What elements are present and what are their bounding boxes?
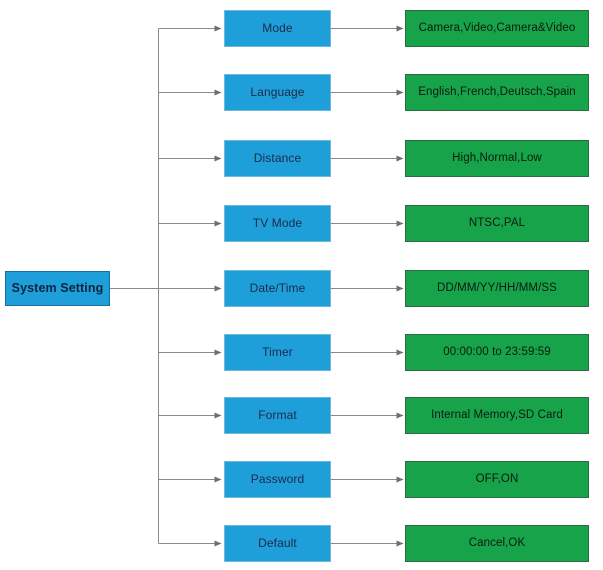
node-menu-mode-label: Mode	[262, 20, 293, 35]
node-value-date-time[interactable]: DD/MM/YY/HH/MM/SS	[405, 270, 589, 307]
node-menu-password[interactable]: Password	[224, 461, 331, 498]
node-value-tv-mode-label: NTSC,PAL	[468, 217, 526, 230]
node-menu-language-label: Language	[250, 84, 305, 99]
node-menu-timer[interactable]: Timer	[224, 334, 331, 371]
node-system-setting-label: System Setting	[11, 280, 104, 295]
node-menu-tv-mode[interactable]: TV Mode	[224, 205, 331, 242]
node-value-format[interactable]: Internal Memory,SD Card	[405, 397, 589, 434]
node-value-tv-mode[interactable]: NTSC,PAL	[405, 205, 589, 242]
node-menu-mode[interactable]: Mode	[224, 10, 331, 47]
node-value-mode[interactable]: Camera,Video,Camera&Video	[405, 10, 589, 47]
node-menu-default-label: Default	[258, 535, 297, 550]
node-value-date-time-label: DD/MM/YY/HH/MM/SS	[437, 282, 557, 295]
node-menu-password-label: Password	[250, 471, 305, 486]
node-menu-date-time[interactable]: Date/Time	[224, 270, 331, 307]
node-value-default-label: Cancel,OK	[468, 537, 526, 550]
node-value-mode-label: Camera,Video,Camera&Video	[418, 22, 576, 35]
node-value-default[interactable]: Cancel,OK	[405, 525, 589, 562]
node-system-setting[interactable]: System Setting	[5, 271, 110, 306]
node-value-distance[interactable]: High,Normal,Low	[405, 140, 589, 177]
node-value-language[interactable]: English,French,Deutsch,Spain	[405, 74, 589, 111]
node-menu-format-label: Format	[258, 407, 297, 422]
node-value-language-label: English,French,Deutsch,Spain	[418, 86, 576, 99]
node-menu-distance-label: Distance	[253, 150, 302, 165]
node-value-password[interactable]: OFF,ON	[405, 461, 589, 498]
node-menu-language[interactable]: Language	[224, 74, 331, 111]
node-menu-tv-mode-label: TV Mode	[252, 215, 303, 230]
node-menu-distance[interactable]: Distance	[224, 140, 331, 177]
node-menu-default[interactable]: Default	[224, 525, 331, 562]
node-value-password-label: OFF,ON	[475, 473, 519, 486]
node-menu-timer-label: Timer	[262, 344, 293, 359]
node-value-timer-label: 00:00:00 to 23:59:59	[443, 346, 551, 359]
node-menu-date-time-label: Date/Time	[249, 280, 306, 295]
node-value-format-label: Internal Memory,SD Card	[431, 409, 563, 422]
node-value-distance-label: High,Normal,Low	[452, 152, 542, 165]
node-value-timer[interactable]: 00:00:00 to 23:59:59	[405, 334, 589, 371]
node-menu-format[interactable]: Format	[224, 397, 331, 434]
